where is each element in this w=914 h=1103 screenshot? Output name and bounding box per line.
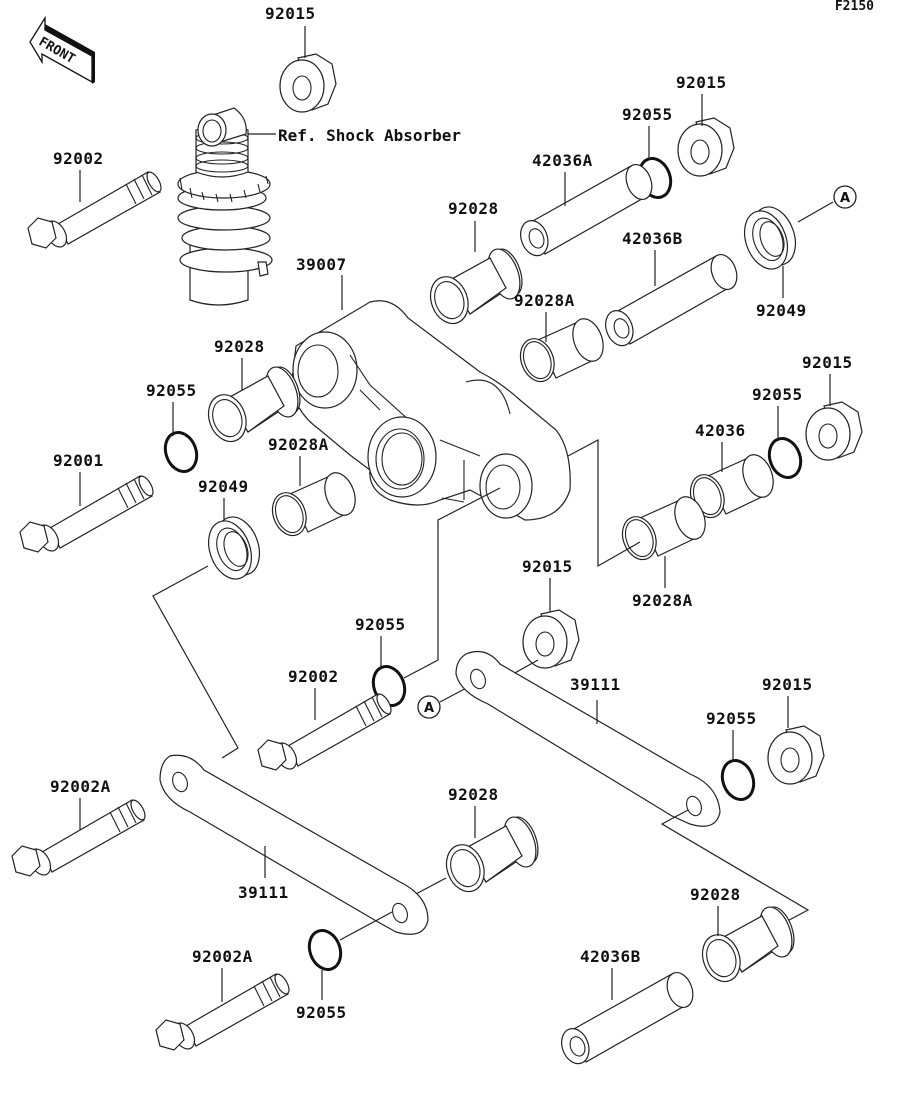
- callout-92055-lower-right[interactable]: 92055: [706, 709, 757, 728]
- reference-marker-a-lower[interactable]: A: [417, 695, 441, 719]
- callout-92028-lower-center[interactable]: 92028: [448, 785, 499, 804]
- part-92015-right[interactable]: [805, 401, 863, 461]
- part-92028-lower-right[interactable]: [695, 902, 801, 988]
- figure-code: F2150: [835, 0, 874, 14]
- part-92015-mid[interactable]: [522, 609, 580, 669]
- callout-92055-mid[interactable]: 92055: [355, 615, 406, 634]
- part-42036B-collar-upper[interactable]: [600, 250, 743, 351]
- ref-shock-absorber-label: Ref. Shock Absorber: [278, 126, 461, 145]
- part-92002A-bolt-lower[interactable]: [155, 971, 293, 1054]
- callout-92015-top[interactable]: 92015: [265, 4, 316, 23]
- part-92055-left[interactable]: [158, 426, 204, 478]
- callout-92028A-right[interactable]: 92028A: [632, 591, 693, 610]
- callout-92055-left[interactable]: 92055: [146, 381, 197, 400]
- part-92028A-left[interactable]: [266, 467, 362, 541]
- part-92028A-right[interactable]: [616, 491, 712, 565]
- assembly-line-lower-left: [339, 911, 393, 941]
- callout-92002A-lower[interactable]: 92002A: [192, 947, 253, 966]
- callout-39007[interactable]: 39007: [296, 255, 347, 274]
- assembly-line-left: [152, 565, 239, 759]
- part-92015-top[interactable]: [279, 53, 337, 113]
- part-39111-link-left[interactable]: [159, 754, 429, 935]
- part-92015-lower-right[interactable]: [767, 725, 825, 785]
- part-92028A-upper[interactable]: [514, 313, 610, 387]
- reference-marker-a-top[interactable]: A: [833, 185, 857, 209]
- callout-92015-lower-right[interactable]: 92015: [762, 675, 813, 694]
- part-92055-lower[interactable]: [302, 924, 348, 976]
- callout-92015-mid[interactable]: 92015: [522, 557, 573, 576]
- shock-absorber: [177, 107, 273, 306]
- part-92002-bolt-top[interactable]: [27, 169, 165, 252]
- part-92049-left[interactable]: [200, 510, 268, 586]
- callout-92055-lower[interactable]: 92055: [296, 1003, 347, 1022]
- callout-92028A-upper[interactable]: 92028A: [514, 291, 575, 310]
- callout-39111-right[interactable]: 39111: [570, 675, 621, 694]
- svg-text:A: A: [424, 701, 434, 716]
- assembly-line-lower-right: [660, 809, 810, 927]
- part-92015-upper-right[interactable]: [677, 117, 735, 177]
- assembly-line-mid: [403, 487, 501, 679]
- callout-92028-lower-right[interactable]: 92028: [690, 885, 741, 904]
- callout-42036[interactable]: 42036: [695, 421, 746, 440]
- part-92055-lower-right[interactable]: [715, 754, 761, 806]
- part-92002-bolt-mid[interactable]: [257, 691, 395, 774]
- part-92028-lower-center[interactable]: [439, 812, 545, 898]
- assembly-line-right: [567, 439, 641, 568]
- callout-92002-mid[interactable]: 92002: [288, 667, 339, 686]
- assembly-line-lower-center: [415, 877, 447, 895]
- leader-ref-a-top: [797, 201, 834, 223]
- callout-92049-upper-right[interactable]: 92049: [756, 301, 807, 320]
- part-92001-bolt[interactable]: [19, 473, 157, 556]
- callout-92002-top[interactable]: 92002: [53, 149, 104, 168]
- part-92028-upper[interactable]: [423, 244, 529, 330]
- part-42036B-collar-lower[interactable]: [556, 968, 699, 1069]
- callout-92001[interactable]: 92001: [53, 451, 104, 470]
- svg-text:A: A: [840, 191, 850, 206]
- callout-92028A-left[interactable]: 92028A: [268, 435, 329, 454]
- part-92049-upper-right[interactable]: [736, 200, 804, 276]
- callout-92015-upper-right[interactable]: 92015: [676, 73, 727, 92]
- callout-92028-upper[interactable]: 92028: [448, 199, 499, 218]
- front-arrow-icon: FRONT: [29, 15, 95, 84]
- callout-42036B-upper[interactable]: 42036B: [622, 229, 683, 248]
- part-39111-link-right[interactable]: [455, 651, 721, 827]
- callout-39111-left[interactable]: 39111: [238, 883, 289, 902]
- callout-92015-right[interactable]: 92015: [802, 353, 853, 372]
- callout-92002A-upper[interactable]: 92002A: [50, 777, 111, 796]
- part-39007-rocker-arm[interactable]: [291, 300, 571, 521]
- callout-92055-right[interactable]: 92055: [752, 385, 803, 404]
- callout-42036B-lower[interactable]: 42036B: [580, 947, 641, 966]
- callout-92028-left[interactable]: 92028: [214, 337, 265, 356]
- callout-42036A[interactable]: 42036A: [532, 151, 593, 170]
- callout-92055-upper-right[interactable]: 92055: [622, 105, 673, 124]
- callout-92049-left[interactable]: 92049: [198, 477, 249, 496]
